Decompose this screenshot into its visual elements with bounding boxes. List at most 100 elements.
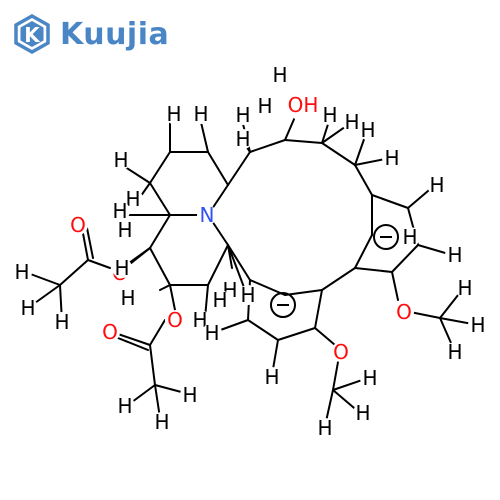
bond-line bbox=[249, 139, 286, 153]
carbonyl-oxygen-label: O bbox=[70, 213, 86, 237]
hydrogen-label: H bbox=[360, 118, 375, 142]
charge-marker-icon bbox=[373, 224, 399, 250]
bond-line bbox=[321, 267, 356, 291]
label-background bbox=[320, 105, 340, 125]
hydrogen-label: H bbox=[212, 288, 227, 312]
bond-line bbox=[117, 337, 149, 351]
bond-line bbox=[314, 327, 336, 346]
label-background bbox=[197, 205, 217, 225]
hydrogen-label: H bbox=[264, 365, 279, 389]
label-background bbox=[202, 323, 222, 343]
bond-line bbox=[332, 361, 339, 391]
label-background bbox=[165, 310, 185, 330]
hydrogen-label: H bbox=[322, 103, 337, 127]
bond-line bbox=[409, 311, 441, 319]
hydrogen-label: H bbox=[117, 394, 132, 418]
hydrogen-label: H bbox=[114, 256, 129, 280]
label-background bbox=[152, 412, 172, 432]
hydrogen-label: H bbox=[54, 310, 69, 334]
hydrogen-label: H bbox=[154, 410, 169, 434]
label-background bbox=[164, 104, 184, 124]
logo-mark-letter: K bbox=[24, 23, 41, 47]
label-background bbox=[68, 215, 88, 235]
ester-oxygen-label: O bbox=[167, 308, 183, 332]
label-background bbox=[111, 150, 131, 170]
bond-line bbox=[371, 194, 409, 209]
hydrogen-label: H bbox=[235, 127, 250, 151]
hydrogen-label: H bbox=[204, 321, 219, 345]
label-background bbox=[238, 285, 258, 305]
label-background bbox=[287, 89, 319, 121]
atom-label-layer: NOHHOOOOOOHHHHHHHHHHHHHHHHHHHHHHHHHHHHHH… bbox=[12, 63, 488, 440]
bond-line bbox=[207, 151, 229, 186]
bond-line bbox=[117, 333, 151, 346]
label-background bbox=[210, 290, 230, 310]
brand-logo: K Kuujia bbox=[12, 12, 169, 56]
label-background bbox=[118, 288, 138, 308]
bond-line bbox=[59, 259, 89, 286]
hydroxyl-h-label: H bbox=[272, 63, 287, 87]
hydrogen-label: H bbox=[344, 110, 359, 134]
label-background bbox=[115, 396, 135, 416]
label-background bbox=[191, 104, 211, 124]
hydrogen-label: H bbox=[14, 260, 29, 284]
label-background bbox=[52, 312, 72, 332]
bond-line bbox=[87, 259, 111, 269]
bond-line bbox=[227, 244, 251, 281]
hydrogen-label: H bbox=[384, 146, 399, 170]
bond-line bbox=[149, 182, 171, 216]
label-background bbox=[400, 227, 420, 247]
methoxy-oxygen-label: O bbox=[396, 300, 412, 324]
label-background bbox=[12, 262, 32, 282]
hydrogen-label: H bbox=[125, 187, 140, 211]
bond-line bbox=[314, 289, 323, 329]
bond-line bbox=[149, 247, 171, 286]
carbonyl-oxygen-label: O bbox=[102, 320, 118, 344]
label-background bbox=[455, 278, 475, 298]
hydrogen-label: H bbox=[429, 173, 444, 197]
label-background bbox=[180, 385, 200, 405]
hydrogen-label: H bbox=[447, 340, 462, 364]
brand-name: Kuujia bbox=[60, 16, 170, 52]
bond-line bbox=[391, 271, 399, 301]
hydrogen-label: H bbox=[117, 218, 132, 242]
bond-line bbox=[354, 234, 373, 269]
label-background bbox=[358, 120, 378, 140]
bond-line bbox=[159, 284, 171, 291]
bond-line bbox=[284, 289, 323, 296]
charge-marker-icon bbox=[270, 292, 296, 318]
bond-layer bbox=[24, 109, 479, 427]
bond-line bbox=[149, 214, 171, 249]
label-background bbox=[353, 403, 373, 423]
hydrogen-label: H bbox=[112, 199, 127, 223]
bond-line bbox=[169, 284, 176, 311]
label-background bbox=[18, 298, 38, 318]
label-background bbox=[360, 368, 380, 388]
label-background bbox=[262, 367, 282, 387]
label-background bbox=[110, 201, 130, 221]
hydrogen-label: H bbox=[402, 225, 417, 249]
hydrogen-label: H bbox=[193, 102, 208, 126]
hydrogen-label: H bbox=[166, 102, 181, 126]
bond-line bbox=[149, 319, 166, 346]
bond-line bbox=[284, 139, 323, 144]
hydrogen-label: H bbox=[20, 296, 35, 320]
label-background bbox=[255, 96, 275, 116]
hydrogen-label: H bbox=[317, 416, 332, 440]
bond-line bbox=[391, 244, 419, 273]
label-background bbox=[315, 418, 335, 438]
bond-line bbox=[247, 319, 279, 341]
bond-line bbox=[321, 142, 356, 166]
hydrogen-label: H bbox=[240, 283, 255, 307]
hydroxyl-label: OH bbox=[288, 93, 319, 117]
label-background bbox=[342, 112, 362, 132]
label-background bbox=[233, 105, 253, 125]
bond-line bbox=[227, 244, 246, 291]
label-background bbox=[190, 310, 210, 330]
label-background bbox=[394, 302, 414, 322]
hexagon-k-icon: K bbox=[14, 14, 50, 54]
bond-line bbox=[154, 384, 186, 394]
bond-line bbox=[249, 279, 286, 296]
